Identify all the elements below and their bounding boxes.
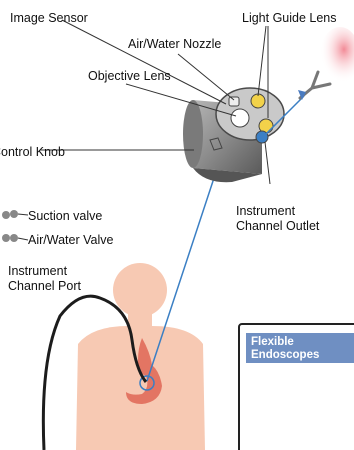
air-water-nozzle-label: Air/Water Nozzle [128,37,221,52]
instrument-channel-port-label: Instrument Channel Port [8,264,108,294]
objective-lens-label: Objective Lens [88,69,171,84]
valve-icons [2,210,18,242]
light-guide-lens-label: Light Guide Lens [242,11,337,26]
suction-valve-label: Suction valve [28,209,102,224]
inset-title: Flexible Endoscopes [246,333,354,363]
light-guide-lens-1 [251,94,265,108]
air-water-valve-label: Air/Water Valve [28,233,113,248]
flexible-endoscopes-inset: Flexible Endoscopes [238,323,354,450]
control-knob-label: Control Knob [0,145,65,160]
air-water-nozzle [229,97,239,106]
instrument-channel-outlet-label: Instrument Channel Outlet [236,204,346,234]
image-sensor-label: Image Sensor [10,11,88,26]
forceps-icon [298,72,330,100]
tissue-target [320,27,354,83]
objective-lens [231,109,249,127]
